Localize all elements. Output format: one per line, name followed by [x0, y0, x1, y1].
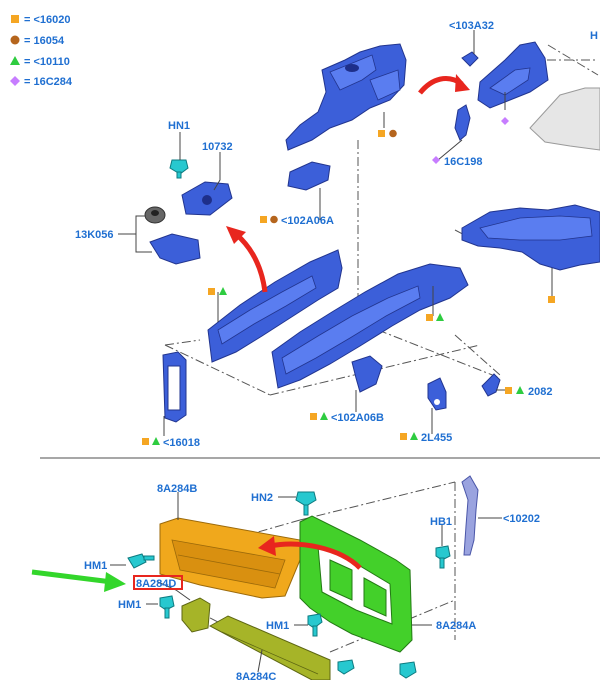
- bracket-10202-part[interactable]: [461, 475, 479, 556]
- label-102a06b: <102A06B: [331, 412, 384, 424]
- shock-tower-apron-part[interactable]: [285, 43, 407, 151]
- deflector-8a284d-part[interactable]: [181, 597, 211, 633]
- label-8a284c: 8A284C: [236, 671, 276, 680]
- label-2082: 2082: [528, 386, 552, 398]
- bracket-2082-part[interactable]: [481, 373, 501, 397]
- hm1-fastener-c[interactable]: [307, 613, 323, 637]
- label-16018: <16018: [163, 437, 200, 449]
- label-hm1-b: HM1: [118, 599, 141, 611]
- hb1-fastener[interactable]: [435, 545, 451, 569]
- material-markers-upper: [142, 117, 555, 445]
- bracket-102a06b-part[interactable]: [351, 355, 383, 393]
- bracket-2l455-part[interactable]: [427, 377, 447, 411]
- front-side-member-left-part[interactable]: [207, 249, 343, 363]
- label-10202: <10202: [503, 513, 540, 525]
- label-16c198: 16C198: [444, 156, 483, 168]
- bracket-102a06a-part[interactable]: [287, 161, 331, 191]
- legend-label-16054: = 16054: [24, 35, 65, 47]
- legend-triangle-marker: [10, 56, 20, 65]
- bracket-lower-13k056-part[interactable]: [149, 233, 201, 265]
- bottom-fastener-left[interactable]: [337, 659, 355, 675]
- red-arrow-to-fender: [418, 74, 470, 95]
- deflector-8a284c-part[interactable]: [208, 615, 331, 680]
- leader-lines-lower: [110, 492, 502, 673]
- label-hm1-a: HM1: [84, 560, 107, 572]
- legend-label-16c284: = 16C284: [24, 76, 73, 88]
- green-arrow-pointer: [31, 569, 126, 592]
- label-hn1-top: HN1: [168, 120, 190, 132]
- legend-diamond-marker: [10, 76, 20, 86]
- legend: = <16020 = 16054 = <10110 = 16C284: [10, 14, 73, 88]
- fender-panel-part[interactable]: [529, 87, 600, 151]
- label-10732: 10732: [202, 141, 233, 153]
- label-103a32: <103A32: [449, 20, 494, 32]
- fender-bracket-part[interactable]: [477, 41, 549, 109]
- red-arrow-to-bracket: [226, 226, 268, 293]
- hn1-fastener-top[interactable]: [169, 159, 189, 179]
- mount-13k056-part[interactable]: [144, 206, 166, 224]
- label-13k056: 13K056: [75, 229, 114, 241]
- bracket-10732-part[interactable]: [181, 181, 233, 216]
- front-side-member-right-part[interactable]: [271, 263, 469, 389]
- bracket-16018-part[interactable]: [162, 351, 187, 423]
- rear-rail-assembly-part[interactable]: [461, 204, 600, 271]
- hm1-fastener-b[interactable]: [159, 595, 175, 619]
- label-8a284b: 8A284B: [157, 483, 197, 495]
- legend-label-10110: = <10110: [24, 56, 70, 68]
- label-hn2: HN2: [251, 492, 273, 504]
- label-8a284d: 8A284D: [136, 578, 176, 590]
- air-deflector-8a284b-part[interactable]: [159, 517, 301, 599]
- highlight-box-8a284d: [133, 575, 183, 590]
- hn2-fastener[interactable]: [295, 491, 317, 516]
- bracket-103a32-part[interactable]: [461, 51, 479, 67]
- red-arrow-lower: [258, 536, 362, 570]
- label-hb1: HB1: [430, 516, 452, 528]
- leader-lines-upper: [118, 30, 553, 436]
- legend-square-marker: [11, 15, 19, 23]
- label-hm1-c: HM1: [266, 620, 289, 632]
- label-8a284a: 8A284A: [436, 620, 476, 632]
- bottom-fastener-right[interactable]: [399, 661, 417, 679]
- label-2l455: 2L455: [421, 432, 452, 444]
- label-h-top: H: [590, 30, 598, 42]
- hm1-fastener-a[interactable]: [127, 553, 155, 569]
- label-102a06a: <102A06A: [281, 215, 334, 227]
- legend-label-16020: = <16020: [24, 14, 71, 26]
- bracket-16c198-part[interactable]: [454, 104, 471, 141]
- legend-circle-marker: [10, 35, 20, 45]
